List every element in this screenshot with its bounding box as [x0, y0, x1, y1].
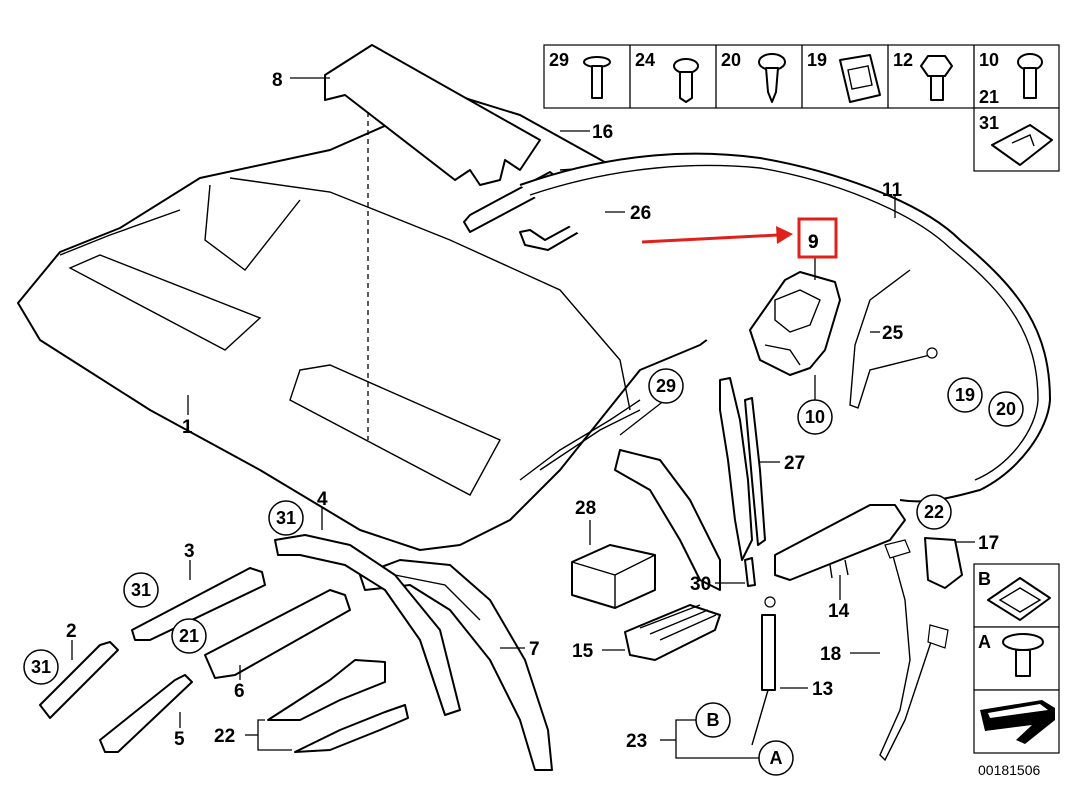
svg-text:31: 31	[131, 580, 151, 600]
part-label-23: 23	[626, 731, 647, 752]
callout-A: A	[758, 740, 794, 776]
legend-label-A: A	[978, 632, 991, 652]
part-label-1: 1	[182, 417, 193, 438]
part-label-25: 25	[882, 323, 904, 344]
part-label-14: 14	[828, 601, 850, 622]
highlight-arrow	[641, 226, 793, 244]
trim-strip-part	[131, 567, 266, 641]
clip-nut-icon	[839, 54, 881, 103]
callout-22: 22	[916, 494, 952, 530]
legend-label-12: 12	[893, 50, 913, 70]
legend-label-10: 10	[979, 50, 999, 70]
diagram-number: 00181506	[978, 762, 1041, 778]
svg-text:22: 22	[924, 502, 944, 522]
trim-strip-part	[204, 589, 351, 679]
rivet-icon	[583, 56, 611, 99]
part-label-30: 30	[690, 574, 711, 595]
package-part	[571, 544, 656, 609]
callout-19: 19	[947, 377, 983, 413]
self-tapping-screw-icon	[758, 53, 786, 103]
trim-strip-part	[39, 641, 119, 719]
legend-label-20: 20	[721, 50, 741, 70]
side-trim-part	[719, 377, 766, 561]
trim-strip-part	[99, 674, 193, 753]
gas-strut-part	[751, 596, 776, 746]
highlight-box	[797, 217, 838, 259]
svg-text:19: 19	[955, 385, 975, 405]
part-label-7: 7	[529, 639, 540, 660]
svg-text:20: 20	[996, 399, 1016, 419]
legend-label-19: 19	[807, 50, 827, 70]
svg-text:10: 10	[805, 407, 825, 427]
callout-21: 21	[171, 618, 207, 654]
part-label-22: 22	[214, 726, 235, 747]
push-rivet-icon	[1002, 633, 1044, 677]
part-label-9: 9	[808, 232, 819, 253]
svg-text:29: 29	[656, 376, 676, 396]
legend-label-31: 31	[979, 113, 999, 133]
callout-31: 31	[123, 572, 159, 608]
svg-text:B: B	[707, 710, 720, 730]
part-label-13: 13	[812, 679, 833, 700]
bolt-part	[744, 557, 756, 587]
trim-piece-part	[324, 44, 541, 186]
svg-text:31: 31	[276, 508, 296, 528]
cable-harness-part	[879, 539, 949, 762]
part-label-27: 27	[784, 453, 805, 474]
trim-strip-part	[274, 534, 461, 716]
part-label-15: 15	[572, 641, 594, 662]
callout-29: 29	[648, 368, 684, 404]
fastener-legend: 29 24 20 19 12 10 21 31 B A	[543, 44, 1060, 754]
legend-label-24: 24	[635, 50, 655, 70]
svg-text:21: 21	[179, 626, 199, 646]
part-label-2: 2	[66, 621, 77, 642]
part-label-3: 3	[184, 541, 195, 562]
part-label-16: 16	[592, 122, 613, 143]
legend-label-21: 21	[979, 87, 999, 107]
part-label-6: 6	[234, 681, 245, 702]
part-label-17: 17	[978, 533, 999, 554]
spring-clip-icon	[987, 577, 1051, 621]
part-label-18: 18	[820, 644, 841, 665]
catalog-arrow-icon	[980, 700, 1055, 744]
hex-bolt-icon	[920, 55, 953, 101]
part-label-4: 4	[317, 489, 328, 510]
latch-part	[749, 271, 841, 376]
part-label-26: 26	[630, 203, 651, 224]
callout-31: 31	[23, 649, 59, 685]
callout-10: 10	[797, 399, 833, 435]
part-label-11: 11	[882, 180, 903, 201]
legend-label-29: 29	[549, 50, 569, 70]
svg-text:31: 31	[31, 657, 51, 677]
cable-part	[849, 269, 938, 409]
screw-icon	[673, 58, 699, 103]
svg-text:A: A	[770, 748, 783, 768]
part-label-28: 28	[575, 498, 596, 519]
highlighted-part-9: 9	[808, 232, 819, 253]
callout-B: B	[695, 702, 731, 738]
insulation-pad-part	[267, 659, 409, 753]
callout-20: 20	[988, 391, 1024, 427]
part-label-5: 5	[174, 729, 185, 750]
actuator-part	[924, 537, 963, 589]
legend-label-B: B	[978, 569, 991, 589]
pad-part	[624, 604, 721, 661]
torx-screw-icon	[1017, 53, 1043, 99]
part-label-8: 8	[272, 70, 283, 91]
shim-icon	[991, 124, 1053, 166]
callout-31: 31	[268, 500, 304, 536]
handle-part	[774, 504, 906, 581]
